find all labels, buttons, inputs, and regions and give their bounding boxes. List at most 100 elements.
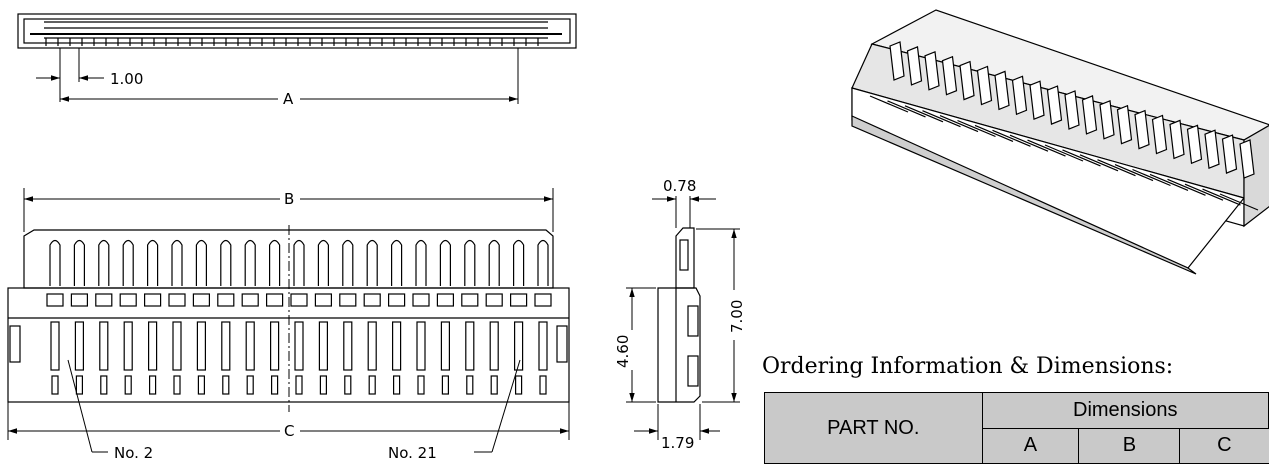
- iso-contact: [1167, 178, 1206, 196]
- pin-window: [485, 293, 503, 307]
- iso-latch: [1046, 85, 1063, 125]
- contact-tail: [514, 375, 523, 395]
- contact-tail: [222, 375, 230, 395]
- contact-tail: [271, 375, 279, 395]
- contact-tail: [197, 375, 205, 395]
- latch-finger: [122, 239, 134, 286]
- contact-tail: [173, 375, 181, 395]
- latch-finger: [147, 239, 159, 286]
- column-b-header: B: [1078, 427, 1181, 464]
- dimension-a: [60, 48, 519, 104]
- contact-tail: [319, 375, 327, 395]
- contact-tail: [246, 375, 254, 395]
- contact-tail: [75, 375, 84, 395]
- contact-tail: [417, 375, 425, 395]
- iso-contact: [869, 95, 909, 113]
- pin-window: [217, 293, 235, 307]
- pin-window: [510, 293, 528, 307]
- iso-latch: [1064, 90, 1080, 130]
- isometric-view: [851, 9, 1269, 275]
- dimension-b: [23, 188, 554, 232]
- pin-window: [339, 293, 357, 307]
- iso-latch: [1169, 119, 1185, 160]
- iso-latch: [1081, 95, 1098, 135]
- contact-slot: [513, 321, 524, 371]
- latch-finger: [342, 239, 354, 286]
- top-view: [17, 13, 577, 49]
- contact-slot: [221, 321, 231, 371]
- iso-latch: [889, 41, 905, 81]
- contact-slot: [489, 321, 499, 371]
- pin-window: [363, 293, 381, 307]
- iso-contact: [1219, 193, 1259, 211]
- iso-latch: [994, 70, 1010, 111]
- iso-latch: [1011, 75, 1028, 116]
- contact-slot: [50, 321, 60, 371]
- body-height-label: 4.60: [614, 335, 632, 368]
- pin-window: [168, 293, 186, 307]
- latch-finger: [366, 239, 378, 286]
- contact-slot: [440, 321, 450, 371]
- latch-finger: [464, 239, 476, 286]
- latch-finger: [171, 239, 183, 286]
- front-view: [7, 225, 570, 412]
- contact-tail: [466, 375, 474, 395]
- contact-slot: [245, 321, 255, 371]
- latch-finger: [49, 239, 61, 286]
- latch-finger: [244, 239, 256, 286]
- pin-window: [46, 293, 64, 307]
- iso-latch: [1116, 104, 1133, 145]
- pin-window: [314, 293, 332, 307]
- contact-slot: [99, 321, 109, 371]
- iso-latch: [1029, 80, 1045, 121]
- side-dimensions: [626, 196, 740, 440]
- iso-latch: [1204, 129, 1220, 170]
- latch-finger: [293, 239, 305, 286]
- contact-slot: [465, 321, 475, 371]
- latch-finger: [439, 239, 451, 286]
- latch-finger: [488, 239, 500, 286]
- iso-contact: [1044, 144, 1084, 162]
- pin-window: [461, 293, 479, 307]
- latch-finger: [415, 239, 427, 286]
- iso-latch: [906, 46, 923, 86]
- column-c-header: C: [1179, 427, 1269, 464]
- iso-latch: [959, 60, 975, 101]
- iso-latch: [1186, 124, 1203, 165]
- contact-slot: [294, 321, 304, 371]
- ordering-title: Ordering Information & Dimensions:: [762, 354, 1174, 379]
- contact-slot: [172, 321, 182, 371]
- contact-tail: [490, 375, 498, 395]
- pin-window: [241, 293, 259, 307]
- contact-tail: [539, 375, 547, 395]
- iso-contact: [974, 124, 1014, 142]
- iso-contact: [922, 110, 961, 128]
- contact-tail: [124, 375, 132, 395]
- latch-finger: [537, 239, 549, 286]
- pin-window: [95, 293, 113, 307]
- depth-label: 1.79: [661, 434, 694, 452]
- iso-latch: [1151, 114, 1168, 155]
- pin-2-label: No. 2: [114, 444, 153, 462]
- latch-finger: [195, 239, 207, 286]
- contact-slot: [538, 321, 548, 371]
- latch-finger: [98, 239, 110, 286]
- pin-window: [388, 293, 406, 307]
- contact-slot: [148, 321, 158, 371]
- pitch-dimension: [36, 48, 104, 102]
- iso-contact: [1132, 168, 1171, 187]
- latch-finger: [513, 239, 525, 286]
- iso-latch: [1099, 99, 1115, 140]
- pin-21-label: No. 21: [388, 444, 437, 462]
- pin-window: [436, 293, 454, 307]
- pin-window: [266, 293, 284, 307]
- contact-slot: [74, 321, 85, 371]
- pin-window: [70, 293, 89, 307]
- contact-slot: [123, 321, 133, 371]
- dimension-c: [7, 402, 570, 440]
- iso-contact: [887, 100, 926, 118]
- ordering-table: PART NO. Dimensions A B C: [764, 392, 1269, 464]
- contact-tail: [393, 375, 401, 395]
- side-view: [657, 227, 701, 403]
